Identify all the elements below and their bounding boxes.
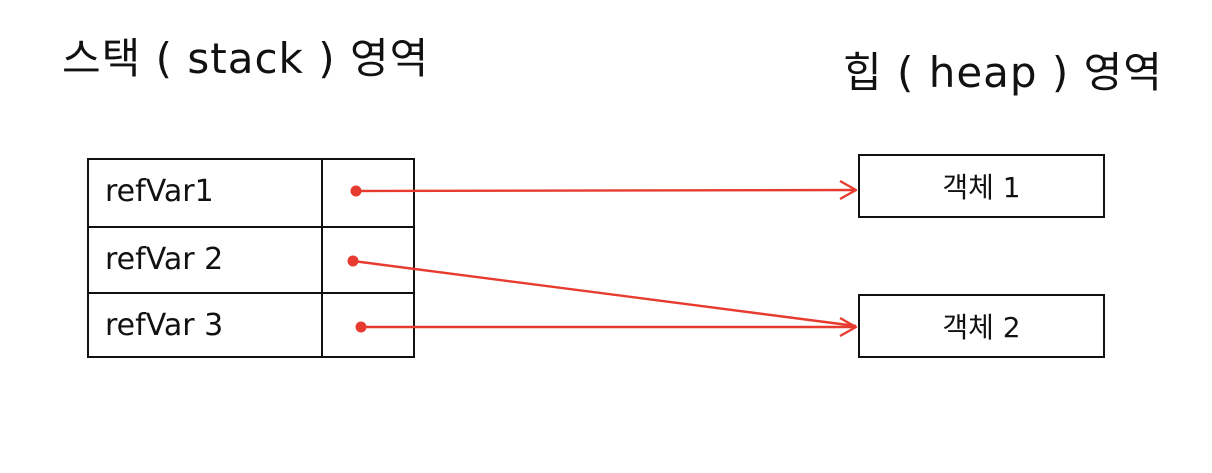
arrowhead: [839, 179, 858, 201]
stack-var-label: refVar1: [105, 174, 214, 209]
stack-column-divider: [321, 160, 323, 356]
stack-row-refvar2: refVar 2: [89, 226, 413, 292]
reference-arrow-1: [350, 179, 858, 201]
reference-line: [355, 188, 857, 193]
stack-var-label: refVar 3: [105, 308, 224, 343]
heap-object-label: 객체 1: [942, 171, 1021, 204]
heap-area-title: 힙 ( heap ) 영역: [843, 48, 1163, 97]
stack-table: refVar1 refVar 2 refVar 3: [87, 158, 415, 358]
stack-area-title: 스택 ( stack ) 영역: [62, 34, 430, 83]
stack-row-refvar3: refVar 3: [89, 292, 413, 358]
heap-object-label: 객체 2: [942, 311, 1021, 344]
stack-row-refvar1: refVar1: [89, 160, 413, 226]
heap-object-2: 객체 2: [858, 294, 1105, 358]
reference-arrow-3: [355, 316, 858, 338]
heap-object-1: 객체 1: [858, 154, 1105, 218]
arrowhead: [839, 316, 858, 338]
stack-var-label: refVar 2: [105, 242, 224, 277]
reference-line: [352, 259, 857, 328]
reference-arrow-2: [347, 255, 857, 328]
